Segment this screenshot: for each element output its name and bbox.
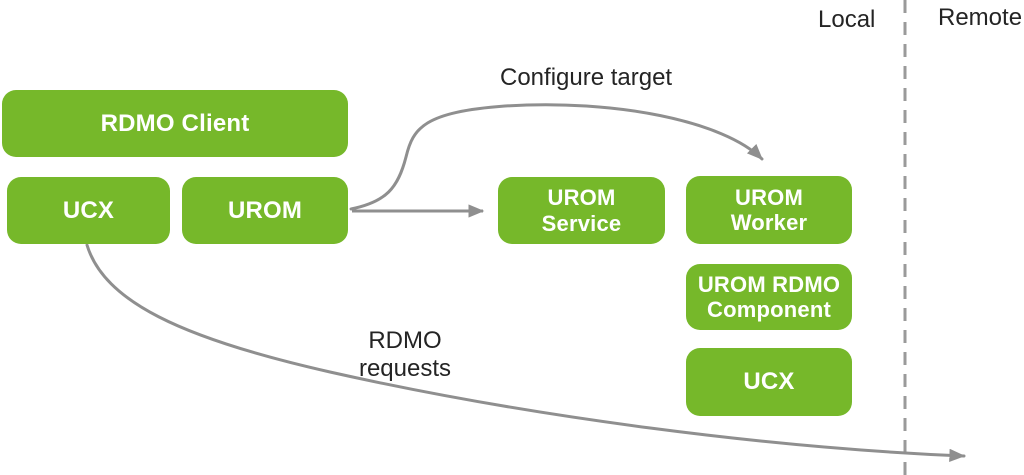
rdmo-requests-label: RDMO requests: [358, 327, 452, 382]
local-region-label: Local: [818, 6, 876, 33]
node-ucx-local: UCX: [7, 177, 170, 244]
node-urom: UROM: [182, 177, 348, 244]
node-urom-service: UROM Service: [498, 177, 665, 244]
node-urom-rdmo-component: UROM RDMO Component: [686, 264, 852, 330]
node-ucx-remote: UCX: [686, 348, 852, 416]
configure-target-label: Configure target: [500, 64, 673, 91]
node-rdmo-client: RDMO Client: [2, 90, 348, 157]
remote-region-label: Remote: [938, 4, 1023, 31]
node-urom-worker: UROM Worker: [686, 176, 852, 244]
